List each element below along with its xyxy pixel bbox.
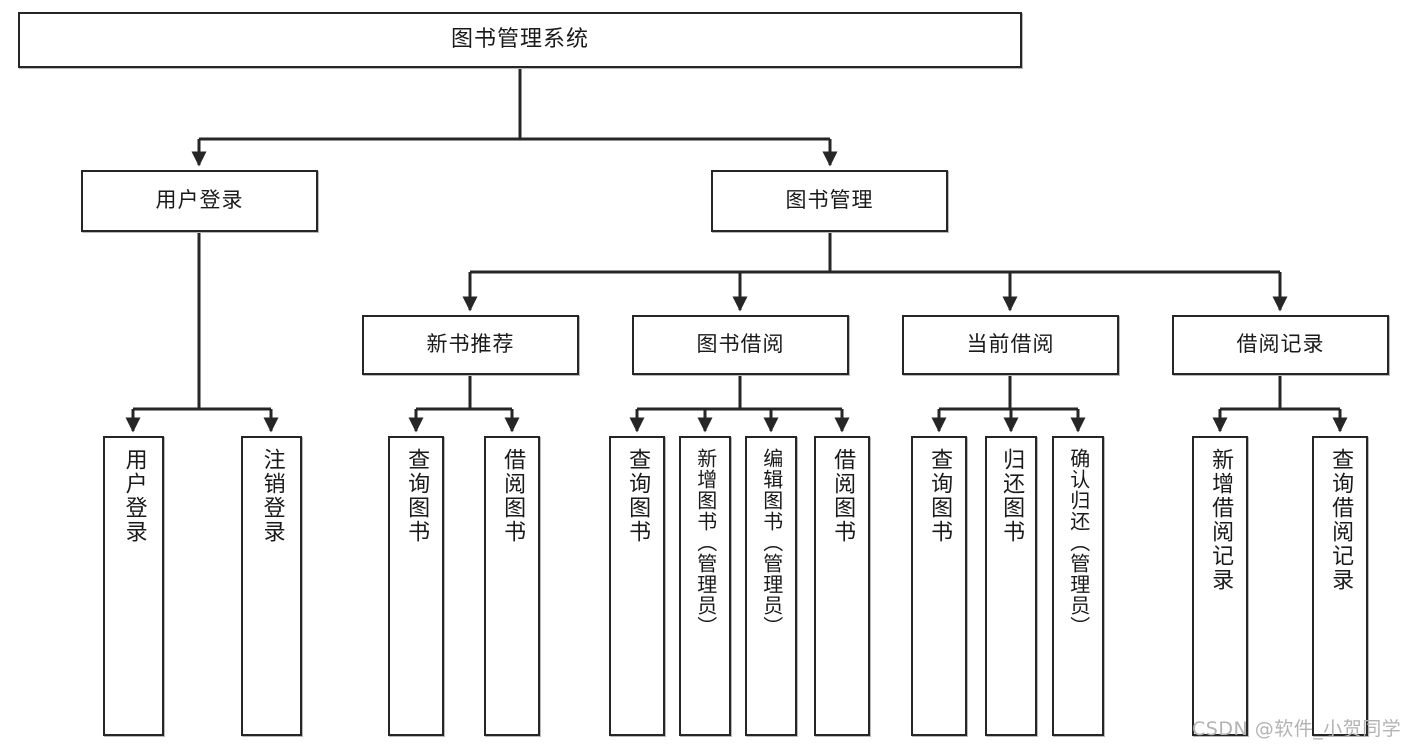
leaf-add-borrow-record-label: 新增借阅记录 [1208,448,1234,592]
leaf-add-book-admin-label: 新增图书（管理员） [693,448,718,637]
leaf-edit-book-admin[interactable]: 编辑图书（管理员） [745,436,797,736]
edge-current-to-leaves [931,375,1086,433]
node-book-borrow[interactable]: 图书借阅 [632,315,849,375]
node-current-borrow-label: 当前借阅 [966,332,1055,357]
node-user-login-label: 用户登录 [155,188,244,213]
edge-newbook-to-leaves [408,375,520,433]
edge-root-to-level2 [191,68,838,167]
leaf-query-book-newbook[interactable]: 查询图书 [388,436,444,736]
leaf-query-book-newbook-label: 查询图书 [404,448,430,544]
leaf-query-borrow-record-label: 查询借阅记录 [1328,448,1354,592]
node-new-book-recommend-label: 新书推荐 [426,332,515,357]
csdn-watermark: CSDN @软件_小贺同学 [1192,718,1402,740]
edge-userlogin-to-leaves [125,232,279,433]
edge-bookmgmt-to-level3 [462,232,1288,312]
leaf-user-login-label: 用户登录 [121,448,147,544]
edge-borrow-to-leaves [629,375,850,433]
leaf-confirm-return-admin[interactable]: 确认归还（管理员） [1052,436,1104,736]
node-borrow-record[interactable]: 借阅记录 [1172,315,1389,375]
node-new-book-recommend[interactable]: 新书推荐 [362,315,579,375]
node-book-management[interactable]: 图书管理 [711,170,948,232]
leaf-user-login[interactable]: 用户登录 [103,436,164,736]
node-root-system[interactable]: 图书管理系统 [18,12,1022,68]
leaf-borrow-book-label: 借阅图书 [830,448,856,544]
leaf-return-book[interactable]: 归还图书 [985,436,1037,736]
leaf-user-logout-label: 注销登录 [259,448,285,544]
leaf-query-book-current[interactable]: 查询图书 [911,436,967,736]
leaf-query-book-current-label: 查询图书 [927,448,953,544]
leaf-query-borrow-record[interactable]: 查询借阅记录 [1312,436,1368,736]
node-user-login[interactable]: 用户登录 [81,170,318,232]
leaf-query-book-borrow[interactable]: 查询图书 [609,436,665,736]
leaf-add-book-admin[interactable]: 新增图书（管理员） [679,436,731,736]
node-borrow-record-label: 借阅记录 [1236,332,1325,357]
node-root-system-label: 图书管理系统 [450,26,589,52]
leaf-user-logout[interactable]: 注销登录 [241,436,302,736]
leaf-borrow-book[interactable]: 借阅图书 [814,436,870,736]
leaf-borrow-book-newbook[interactable]: 借阅图书 [484,436,540,736]
node-book-borrow-label: 图书借阅 [696,332,785,357]
node-book-management-label: 图书管理 [785,188,874,213]
leaf-query-book-borrow-label: 查询图书 [625,448,651,544]
leaf-borrow-book-newbook-label: 借阅图书 [500,448,526,544]
leaf-return-book-label: 归还图书 [999,448,1025,544]
edge-record-to-leaves [1212,375,1348,433]
leaf-add-borrow-record[interactable]: 新增借阅记录 [1192,436,1248,736]
leaf-edit-book-admin-label: 编辑图书（管理员） [759,448,784,637]
leaf-confirm-return-admin-label: 确认归还（管理员） [1066,448,1091,637]
node-current-borrow[interactable]: 当前借阅 [902,315,1119,375]
